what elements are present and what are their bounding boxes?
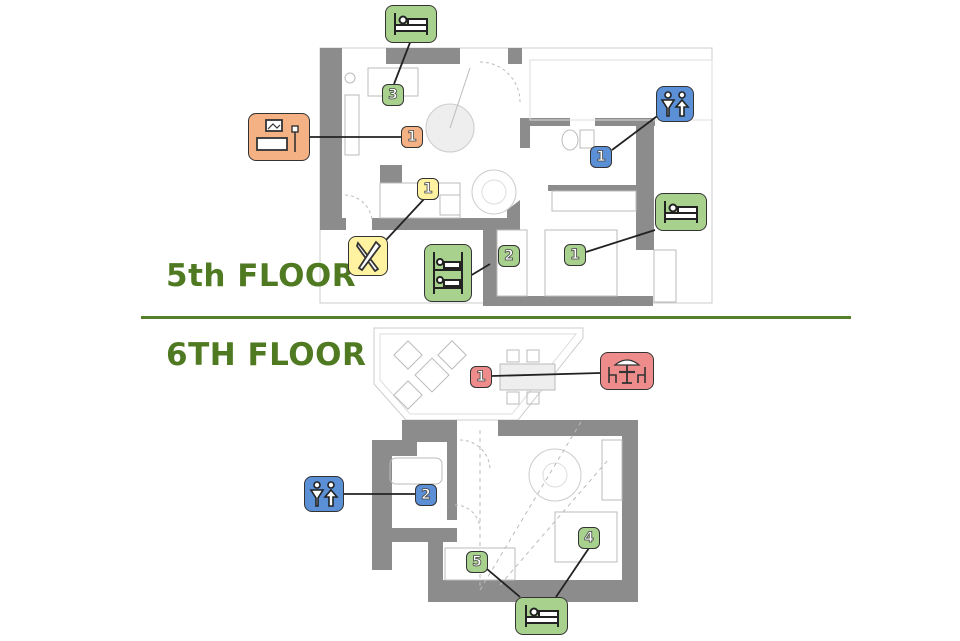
terrace-dining-icon	[600, 352, 654, 390]
bedroom-3-icon	[385, 5, 437, 43]
bedroom-4-marker: 4	[578, 527, 600, 549]
bathroom-1-icon	[656, 86, 694, 122]
floor-divider	[141, 316, 851, 319]
sixth-floor-title: 6TH FLOOR	[166, 337, 367, 373]
bedroom-4-5-icon	[515, 597, 568, 635]
leader-lines	[309, 39, 661, 598]
living-room-icon	[248, 113, 310, 161]
bunk-bedroom-icon	[424, 244, 472, 302]
bedroom-1-icon	[655, 193, 707, 231]
living-room-marker: 1	[401, 126, 423, 148]
kitchen-icon	[348, 236, 388, 276]
fifth-floor-plan	[319, 47, 713, 306]
bathroom-2-marker: 2	[415, 484, 437, 506]
bathroom-1-marker: 1	[590, 146, 612, 168]
fifth-floor-title: 5th FLOOR	[166, 258, 357, 294]
kitchen-marker: 1	[417, 178, 439, 200]
bedroom-3-marker: 3	[382, 84, 404, 106]
terrace-marker: 1	[470, 366, 492, 388]
bedroom-5-marker: 5	[466, 551, 488, 573]
bathroom-2-icon	[304, 476, 344, 512]
bunk-bedroom-marker: 2	[498, 245, 520, 267]
bedroom-1-marker: 1	[564, 244, 586, 266]
sixth-floor-plan	[372, 327, 638, 602]
